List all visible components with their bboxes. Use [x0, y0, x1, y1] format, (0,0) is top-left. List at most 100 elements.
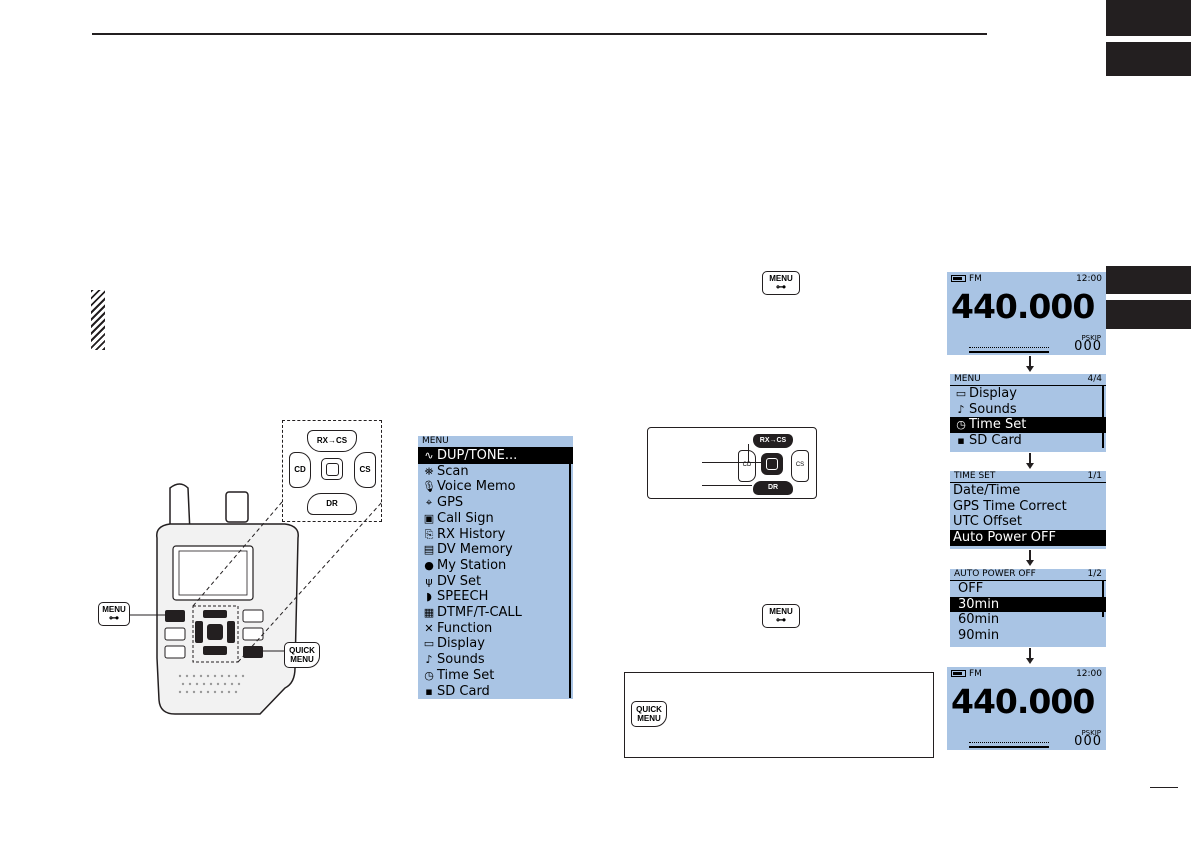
menu-item[interactable]: ◷Time Set [418, 668, 573, 684]
menu-item-label: UTC Offset [953, 514, 1022, 530]
pskip-label: PSKIP [1081, 334, 1101, 342]
menu-item-icon: ▪ [425, 684, 433, 698]
menu-item-label: Display [437, 636, 485, 652]
autopower-option[interactable]: 60min [950, 612, 1106, 628]
channel-number: 000 [1074, 734, 1102, 749]
cs-key[interactable]: CS [354, 452, 376, 488]
flow-arrow-4 [1029, 648, 1031, 658]
dr-key-small[interactable]: DR [753, 481, 793, 495]
menu-list-rows: ∿DUP/TONE...⛯Scan🎙Voice Memo⌖GPS▣Call Si… [418, 448, 573, 699]
menu-item-label: Sounds [437, 652, 485, 668]
menu-item-label: 90min [958, 628, 1000, 644]
frequency-readout: 440.000 [951, 287, 1095, 326]
menu-item[interactable]: ψ DV Set [418, 574, 573, 590]
menu-item-label: RX History [437, 526, 506, 542]
menu-item-icon: ✕ [424, 621, 434, 635]
menu-item[interactable]: 🎙Voice Memo [418, 479, 573, 495]
menu-item[interactable]: ✕Function [418, 621, 573, 637]
menu-item[interactable]: ◗SPEECH [418, 589, 573, 605]
menu-item[interactable]: ▪SD Card [950, 433, 1106, 449]
menu-item-icon: ψ [425, 574, 433, 588]
dpad-panel: RX→CS CD CS DR [647, 427, 817, 499]
callout-line-down [702, 485, 752, 486]
pskip-label: PSKIP [1081, 729, 1101, 737]
autopower-option[interactable]: 30min [950, 596, 1106, 613]
menu-item[interactable]: ▪ SD Card [418, 684, 573, 699]
menu-item-icon: ⎘ [424, 527, 434, 541]
autopower-option[interactable]: 90min [950, 628, 1106, 644]
menu-item-icon: 🎙 [422, 480, 436, 494]
menu-item[interactable]: ∿DUP/TONE... [418, 448, 573, 464]
menu-key[interactable]: MENU ⊶ [98, 602, 130, 626]
menu-item[interactable]: ♪Sounds [950, 402, 1106, 418]
menu-item-icon: ▤ [423, 543, 435, 557]
menu-item[interactable]: ▣Call Sign [418, 511, 573, 527]
center-key-small[interactable] [761, 453, 783, 475]
menu-item[interactable]: ▤DV Memory [418, 542, 573, 558]
chapter-tab-4 [1106, 300, 1191, 329]
cd-key[interactable]: CD [289, 452, 311, 488]
menu-item-icon: ▭ [955, 387, 967, 400]
menu-list-screen: MENU ∿DUP/TONE...⛯Scan🎙Voice Memo⌖GPS▣Ca… [418, 436, 573, 699]
menu-item[interactable]: ⛯Scan [418, 464, 573, 480]
rx-cs-key[interactable]: RX→CS [307, 430, 357, 452]
menu-item-icon: ◷ [424, 668, 434, 682]
frequency-readout: 440.000 [951, 682, 1095, 721]
note-hatch-bar [91, 290, 105, 350]
center-key[interactable] [321, 458, 343, 480]
menu-key-step2[interactable]: MENU ⊶ [762, 604, 800, 628]
quick-menu-key[interactable]: QUICK MENU [284, 642, 320, 668]
menu-item-label: Auto Power OFF [953, 530, 1056, 546]
menu-item-label: 60min [958, 612, 1000, 628]
menu-item-icon: ▣ [423, 511, 435, 525]
autopower-scrollbar[interactable] [1102, 581, 1104, 617]
menu-item-label: My Station [437, 557, 507, 573]
flow-arrowhead-2 [1026, 463, 1034, 469]
menu-item-label: Sounds [969, 401, 1017, 417]
chapter-tab-1 [1106, 0, 1191, 36]
menu-item-label: OFF [958, 581, 984, 596]
tip-box: QUICK MENU [624, 672, 934, 758]
menu-item-icon: ▪ [957, 434, 965, 448]
page-number-rule [1150, 787, 1178, 788]
timeset-item[interactable]: UTC Offset [950, 514, 1106, 530]
s-meter [969, 742, 1049, 748]
callout-line-up [748, 444, 749, 462]
menu-key-step1[interactable]: MENU ⊶ [762, 271, 800, 295]
menu-item[interactable]: ▭Display [418, 636, 573, 652]
s-meter [969, 347, 1049, 353]
autopower-option[interactable]: OFF [950, 581, 1106, 597]
menu-item[interactable]: ▭Display [950, 386, 1106, 402]
menu-item-label: GPS Time Correct [953, 498, 1067, 514]
chapter-tab-2 [1106, 42, 1191, 76]
cd-key-small[interactable]: CD [738, 450, 756, 482]
battery-icon [951, 275, 966, 282]
menu-item[interactable]: ▦DTMF/T-CALL [418, 605, 573, 621]
timeset-item[interactable]: GPS Time Correct [950, 499, 1106, 515]
menu-item[interactable]: ●My Station [418, 558, 573, 574]
cs-key-small[interactable]: CS [791, 450, 809, 482]
menu-item[interactable]: ◷Time Set [950, 417, 1106, 434]
menu-item-label: Function [437, 620, 493, 636]
menu-list-scrollbar[interactable] [569, 448, 571, 698]
rx-cs-key-small[interactable]: RX→CS [753, 434, 793, 448]
menu-item-icon: ● [424, 558, 434, 572]
menu-item[interactable]: ⎘RX History [418, 527, 573, 543]
dr-key[interactable]: DR [307, 493, 357, 515]
menu-item[interactable]: ♪ Sounds [418, 652, 573, 668]
menu-scrollbar[interactable] [1102, 386, 1104, 448]
menu-item[interactable]: ⌖GPS [418, 495, 573, 511]
timeset-item[interactable]: Date/Time [950, 483, 1106, 499]
flow-arrow-1 [1029, 356, 1031, 366]
menu-item-label: SD Card [437, 683, 490, 699]
menu-item-label: 30min [958, 596, 1000, 612]
quick-menu-key-tip[interactable]: QUICK MENU [631, 701, 667, 727]
menu-item-label: DV Set [437, 573, 482, 589]
menu-item-icon: ▦ [423, 606, 435, 620]
menu-item-icon: ♪ [425, 653, 433, 667]
flow-arrowhead-3 [1026, 560, 1034, 566]
timeset-item[interactable]: Auto Power OFF [950, 530, 1106, 546]
